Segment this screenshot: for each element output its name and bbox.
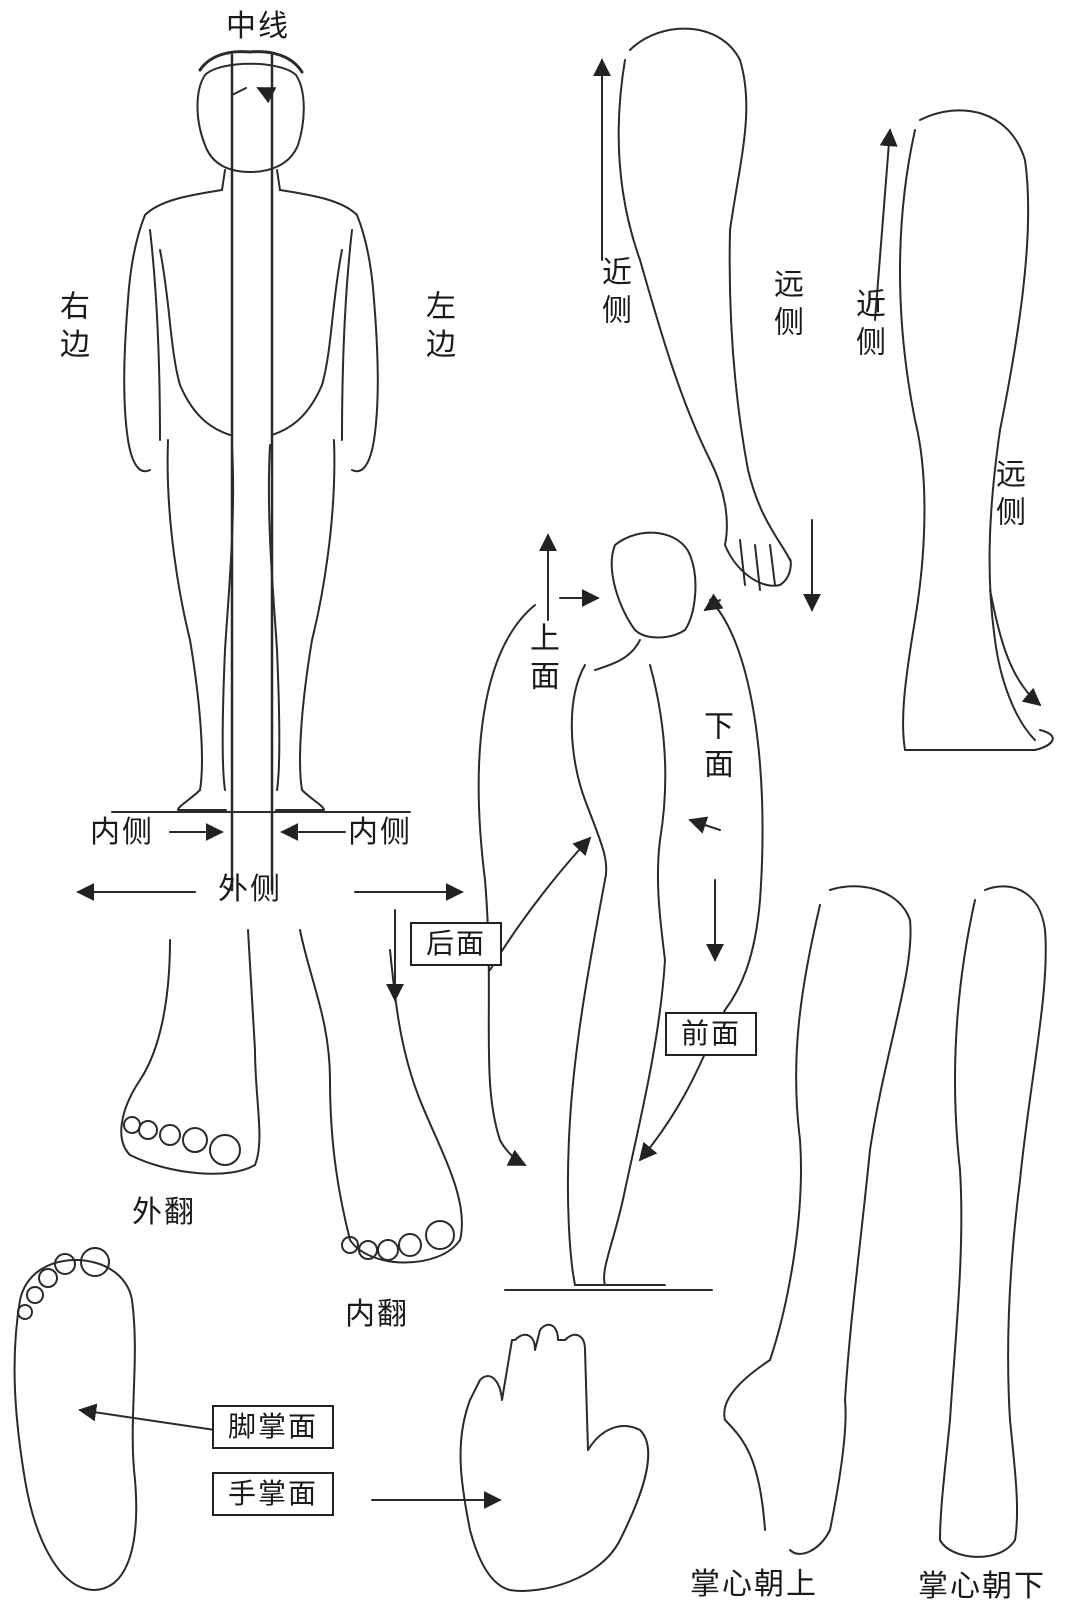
midline-label: 中线 (226, 12, 290, 42)
leg-sketch (875, 110, 1053, 750)
leg-distal-label: 远侧 (992, 458, 1022, 534)
palm-down-label: 掌心朝下 (918, 1572, 1046, 1602)
superior-label: 上面 (526, 622, 556, 698)
left-side-label: 左边 (422, 290, 452, 366)
front-figure (112, 52, 410, 890)
inversion-label: 内翻 (345, 1300, 409, 1330)
palm-up-label: 掌心朝上 (690, 1570, 818, 1600)
arm-proximal-label: 近侧 (598, 256, 628, 332)
arm-distal-label: 远侧 (770, 268, 800, 344)
plantar-surface-label: 脚掌面 (212, 1405, 334, 1449)
medial-label-left: 内侧 (90, 818, 154, 848)
palmar-surface-label: 手掌面 (212, 1472, 334, 1516)
inferior-label: 下面 (700, 710, 730, 786)
leg-proximal-label: 近侧 (852, 288, 882, 364)
posterior-label: 后面 (410, 922, 502, 966)
side-figure (479, 533, 763, 1290)
arms-palm-sketch (724, 886, 1046, 1557)
right-side-label: 右边 (56, 290, 86, 366)
lateral-label: 外侧 (218, 875, 282, 905)
eversion-label: 外翻 (132, 1198, 196, 1228)
anterior-label: 前面 (665, 1012, 757, 1056)
medial-label-right: 内侧 (348, 818, 412, 848)
